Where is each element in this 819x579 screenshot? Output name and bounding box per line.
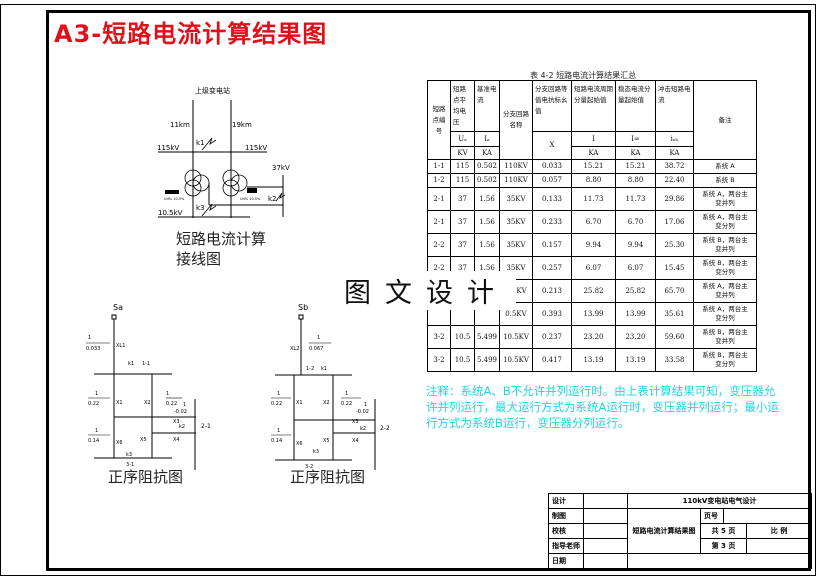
- svg-text:X3: X3: [352, 419, 359, 425]
- svg-text:1: 1: [364, 402, 367, 408]
- line-left-length: 11km: [170, 121, 190, 129]
- table-caption: 表 4-2 短路电流计算结果汇总: [530, 71, 637, 80]
- svg-text:X4: X4: [173, 437, 180, 443]
- svg-text:XL1: XL1: [116, 343, 125, 349]
- drawing-name: 短路电流计算结果图: [627, 508, 701, 554]
- transformer-left-icon: [184, 169, 210, 197]
- svg-text:0.14: 0.14: [271, 438, 282, 444]
- fault-k1-label: k1: [196, 139, 205, 147]
- header-steady-current: 稳态电流分量起始值: [615, 80, 656, 132]
- svg-text:X2: X2: [144, 400, 151, 406]
- svg-text:0.22: 0.22: [88, 401, 99, 407]
- svg-text:1: 1: [166, 391, 169, 397]
- svg-text:1-1: 1-1: [142, 361, 150, 367]
- svg-text:X3: X3: [173, 419, 180, 425]
- svg-text:0.067: 0.067: [309, 346, 323, 352]
- page-title: A3-短路电流计算结果图: [54, 20, 328, 48]
- drawing-frame: [46, 10, 811, 571]
- svg-text:k2: k2: [179, 424, 185, 430]
- svg-text:1: 1: [277, 428, 280, 434]
- svg-text:0.22: 0.22: [166, 401, 177, 407]
- svg-text:X5: X5: [140, 437, 147, 443]
- impedance-a-caption: 正序阻抗图: [108, 468, 184, 486]
- svg-text:-0.02: -0.02: [356, 409, 369, 415]
- svg-text:2-1: 2-1: [201, 423, 211, 430]
- fault-k1-icon: [201, 137, 217, 151]
- outer-border: [0, 4, 816, 576]
- svg-text:X5: X5: [323, 438, 330, 444]
- svg-text:X1: X1: [116, 400, 123, 406]
- watermark: 图文设计: [336, 271, 516, 310]
- mv-bus-label: 37kV: [272, 164, 290, 172]
- line-right-length: 19km: [232, 121, 252, 129]
- svg-text:1: 1: [277, 391, 280, 397]
- svg-text:X6: X6: [116, 440, 123, 446]
- header-base-current: 基准电流: [474, 80, 500, 132]
- svg-text:0.22: 0.22: [341, 401, 352, 407]
- header-reactance: 分支回路等值电抗标幺值: [532, 80, 572, 132]
- svg-text:X6: X6: [296, 441, 303, 447]
- fault-k3-icon: [201, 203, 217, 217]
- svg-text:1: 1: [88, 335, 91, 341]
- fault-k2-icon: [275, 192, 286, 202]
- header-periodic-current: 短路电流周期分量起始值: [571, 80, 616, 132]
- svg-text:1: 1: [95, 428, 98, 434]
- wiring-caption-line2: 接线图: [176, 250, 222, 268]
- impedance-b-caption: 正序阻抗图: [290, 468, 366, 486]
- svg-text:k2: k2: [360, 426, 366, 432]
- svg-text:1: 1: [183, 402, 186, 408]
- svg-text:1: 1: [95, 391, 98, 397]
- source-sa-label: Sa: [113, 303, 123, 312]
- impedance-diagram-b: Sb XL2 1 0.067 1-2 k1 1 0.22 X1 X2 1 0.2…: [271, 303, 390, 470]
- svg-text:k3: k3: [126, 452, 132, 458]
- tx-left-label: Ud% 10.5%: [164, 197, 185, 201]
- source-sb-label: Sb: [298, 303, 308, 312]
- transformer-right-icon: [222, 169, 248, 197]
- fault-k2-label: k2: [268, 195, 277, 203]
- fault-k3-label: k3: [196, 204, 205, 212]
- header-point-id: 短路点编号: [427, 80, 451, 160]
- results-table: 短路点编号 短路点平均电压 基准电流 分支回路名称 分支回路等值电抗标幺值 短路…: [427, 80, 757, 372]
- svg-text:0.22: 0.22: [271, 401, 282, 407]
- annotation-note: 注释：系统A、B不允许并列运行时。由上表计算结果可知，变压器允许并列运行，最大运…: [426, 384, 779, 430]
- svg-text:X4: X4: [352, 438, 359, 444]
- svg-text:X2: X2: [323, 400, 330, 406]
- svg-text:X1: X1: [296, 400, 303, 406]
- svg-text:0.033: 0.033: [86, 346, 100, 352]
- header-remark: 备注: [693, 80, 757, 160]
- svg-text:1: 1: [345, 391, 348, 397]
- svg-text:0.14: 0.14: [88, 438, 99, 444]
- header-avg-voltage: 短路点平均电压: [450, 80, 475, 132]
- svg-text:1: 1: [317, 335, 320, 341]
- svg-text:k3: k3: [313, 449, 319, 455]
- hv-bus-left-label: 115kV: [157, 144, 179, 152]
- svg-text:XL2: XL2: [290, 346, 299, 352]
- svg-text:-0.02: -0.02: [174, 409, 187, 415]
- svg-text:3-1: 3-1: [126, 462, 134, 468]
- lv-bus-label: 10.5kV: [158, 209, 183, 217]
- hv-bus-right-label: 115kV: [245, 144, 267, 152]
- header-branch: 分支回路名称: [499, 80, 533, 160]
- svg-text:k1: k1: [128, 361, 134, 367]
- project-name: 110kV变电站电气设计: [627, 493, 812, 509]
- impedance-diagram-a: Sa 1 0.033 XL1 k1 1-1 1 0.22 X1 X2 1 0.2…: [86, 303, 211, 470]
- svg-text:k1: k1: [321, 366, 327, 372]
- title-block: 设计 110kV变电站电气设计 制图 短路电流计算结果图 页号 校核 共 5 页…: [548, 493, 812, 569]
- header-impulse-current: 冲击短路电流: [655, 80, 694, 132]
- tx-right-label: Ud% 10.5%: [240, 197, 261, 201]
- upstream-station-label: 上级变电站: [195, 86, 230, 95]
- wiring-diagram: 上级变电站 11km 19km 115kV 115kV k1 Ud% 10.5%…: [157, 86, 290, 218]
- svg-text:3-2: 3-2: [305, 464, 313, 470]
- svg-text:1-2: 1-2: [306, 366, 314, 372]
- svg-text:2-2: 2-2: [380, 425, 390, 432]
- wiring-caption-line1: 短路电流计算: [176, 230, 267, 248]
